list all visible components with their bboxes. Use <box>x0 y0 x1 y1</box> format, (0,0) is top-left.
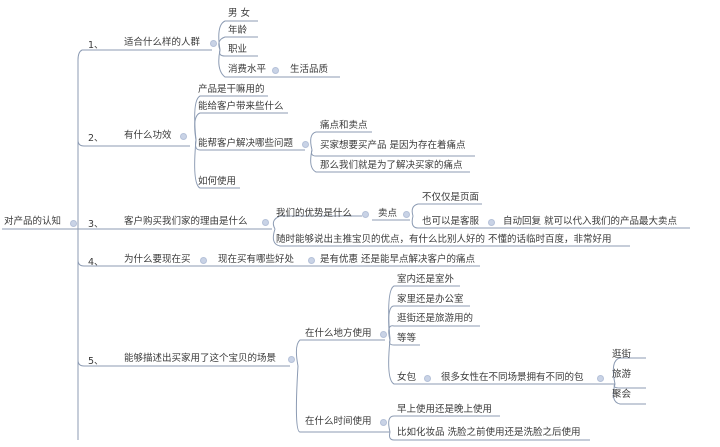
topic-handbag[interactable]: 女包 <box>397 372 417 383</box>
topic-how-to-use[interactable]: 如何使用 <box>198 176 237 187</box>
branch-2-topic[interactable]: 有什么功效 <box>124 130 172 141</box>
collapse-toggle-icon[interactable] <box>403 211 410 218</box>
branch-3-topic[interactable]: 客户购买我们家的理由是什么 <box>124 216 248 227</box>
topic-discount[interactable]: 是有优惠 还是能早点解决客户的痛点 <box>320 254 476 265</box>
topic-auto-reply[interactable]: 自动回复 就可以代入我们的产品最大卖点 <box>503 216 678 227</box>
branch-4-topic[interactable]: 为什么要现在买 <box>124 254 191 265</box>
topic-solve-problems[interactable]: 能帮客户解决哪些问题 <box>198 138 294 149</box>
topic-home-office[interactable]: 家里还是办公室 <box>397 294 464 305</box>
topic-solve-pain[interactable]: 那么我们就是为了解决买家的痛点 <box>320 160 463 171</box>
topic-selling-point[interactable]: 卖点 <box>378 208 398 219</box>
branch-number: 1、 <box>88 40 104 51</box>
topic-morning-night[interactable]: 早上使用还是晚上使用 <box>397 404 493 415</box>
branch-1-topic[interactable]: 适合什么样的人群 <box>124 37 201 48</box>
collapse-toggle-icon[interactable] <box>272 67 279 74</box>
collapse-toggle-icon[interactable] <box>288 356 295 363</box>
topic-what-brings[interactable]: 能给客户带来些什么 <box>198 101 284 112</box>
topic-etc[interactable]: 等等 <box>397 333 417 344</box>
topic-life-quality[interactable]: 生活品质 <box>290 64 329 75</box>
topic-when-use[interactable]: 在什么时间使用 <box>305 416 372 427</box>
collapse-toggle-icon[interactable] <box>424 375 431 382</box>
collapse-toggle-icon[interactable] <box>200 257 207 264</box>
topic-women-bags[interactable]: 很多女性在不同场景拥有不同的包 <box>441 372 584 383</box>
topic-travel[interactable]: 旅游 <box>612 369 632 380</box>
topic-customer-service[interactable]: 也可以是客服 <box>422 216 480 227</box>
collapse-toggle-icon[interactable] <box>308 257 315 264</box>
branch-5-topic[interactable]: 能够描述出买家用了这个宝贝的场景 <box>124 353 277 364</box>
collapse-toggle-icon[interactable] <box>380 331 387 338</box>
topic-shopping-travel[interactable]: 逛街还是旅游用的 <box>397 313 474 324</box>
topic-age[interactable]: 年龄 <box>228 25 248 36</box>
collapse-toggle-icon[interactable] <box>380 419 387 426</box>
collapse-toggle-icon[interactable] <box>362 211 369 218</box>
topic-spending-level[interactable]: 消费水平 <box>228 64 267 75</box>
topic-occupation[interactable]: 职业 <box>228 44 248 55</box>
topic-shopping[interactable]: 逛街 <box>612 349 632 360</box>
collapse-toggle-icon[interactable] <box>180 133 187 140</box>
topic-advantages[interactable]: 我们的优势是什么 <box>276 208 353 219</box>
root-topic[interactable]: 对产品的认知 <box>4 216 62 227</box>
topic-benefits-now[interactable]: 现在买有哪些好处 <box>218 254 295 265</box>
branch-number: 2、 <box>88 133 104 144</box>
topic-buyer-pain[interactable]: 买家想要买产品 是因为存在着痛点 <box>320 140 466 151</box>
collapse-toggle-icon[interactable] <box>597 375 604 382</box>
branch-number: 5、 <box>88 356 104 367</box>
collapse-toggle-icon[interactable] <box>70 220 77 227</box>
collapse-toggle-icon[interactable] <box>210 40 217 47</box>
topic-gathering[interactable]: 聚会 <box>612 389 632 400</box>
topic-gender[interactable]: 男 女 <box>228 8 251 19</box>
topic-not-only-page[interactable]: 不仅仅是页面 <box>422 192 480 203</box>
topic-what-for[interactable]: 产品是干嘛用的 <box>198 84 265 95</box>
topic-cosmetics[interactable]: 比如化妆品 洗脸之前使用还是洗脸之后使用 <box>397 427 581 438</box>
topic-advantage-talk[interactable]: 随时能够说出主推宝贝的优点，有什么比别人好的 不懂的话临时百度，非常好用 <box>276 234 612 245</box>
collapse-toggle-icon[interactable] <box>262 219 269 226</box>
topic-where-use[interactable]: 在什么地方使用 <box>305 328 372 339</box>
topic-pain-points[interactable]: 痛点和卖点 <box>320 120 368 131</box>
collapse-toggle-icon[interactable] <box>488 219 495 226</box>
collapse-toggle-icon[interactable] <box>302 141 309 148</box>
topic-indoor-outdoor[interactable]: 室内还是室外 <box>397 274 455 285</box>
branch-number: 4、 <box>88 257 104 268</box>
branch-number: 3、 <box>88 219 104 230</box>
